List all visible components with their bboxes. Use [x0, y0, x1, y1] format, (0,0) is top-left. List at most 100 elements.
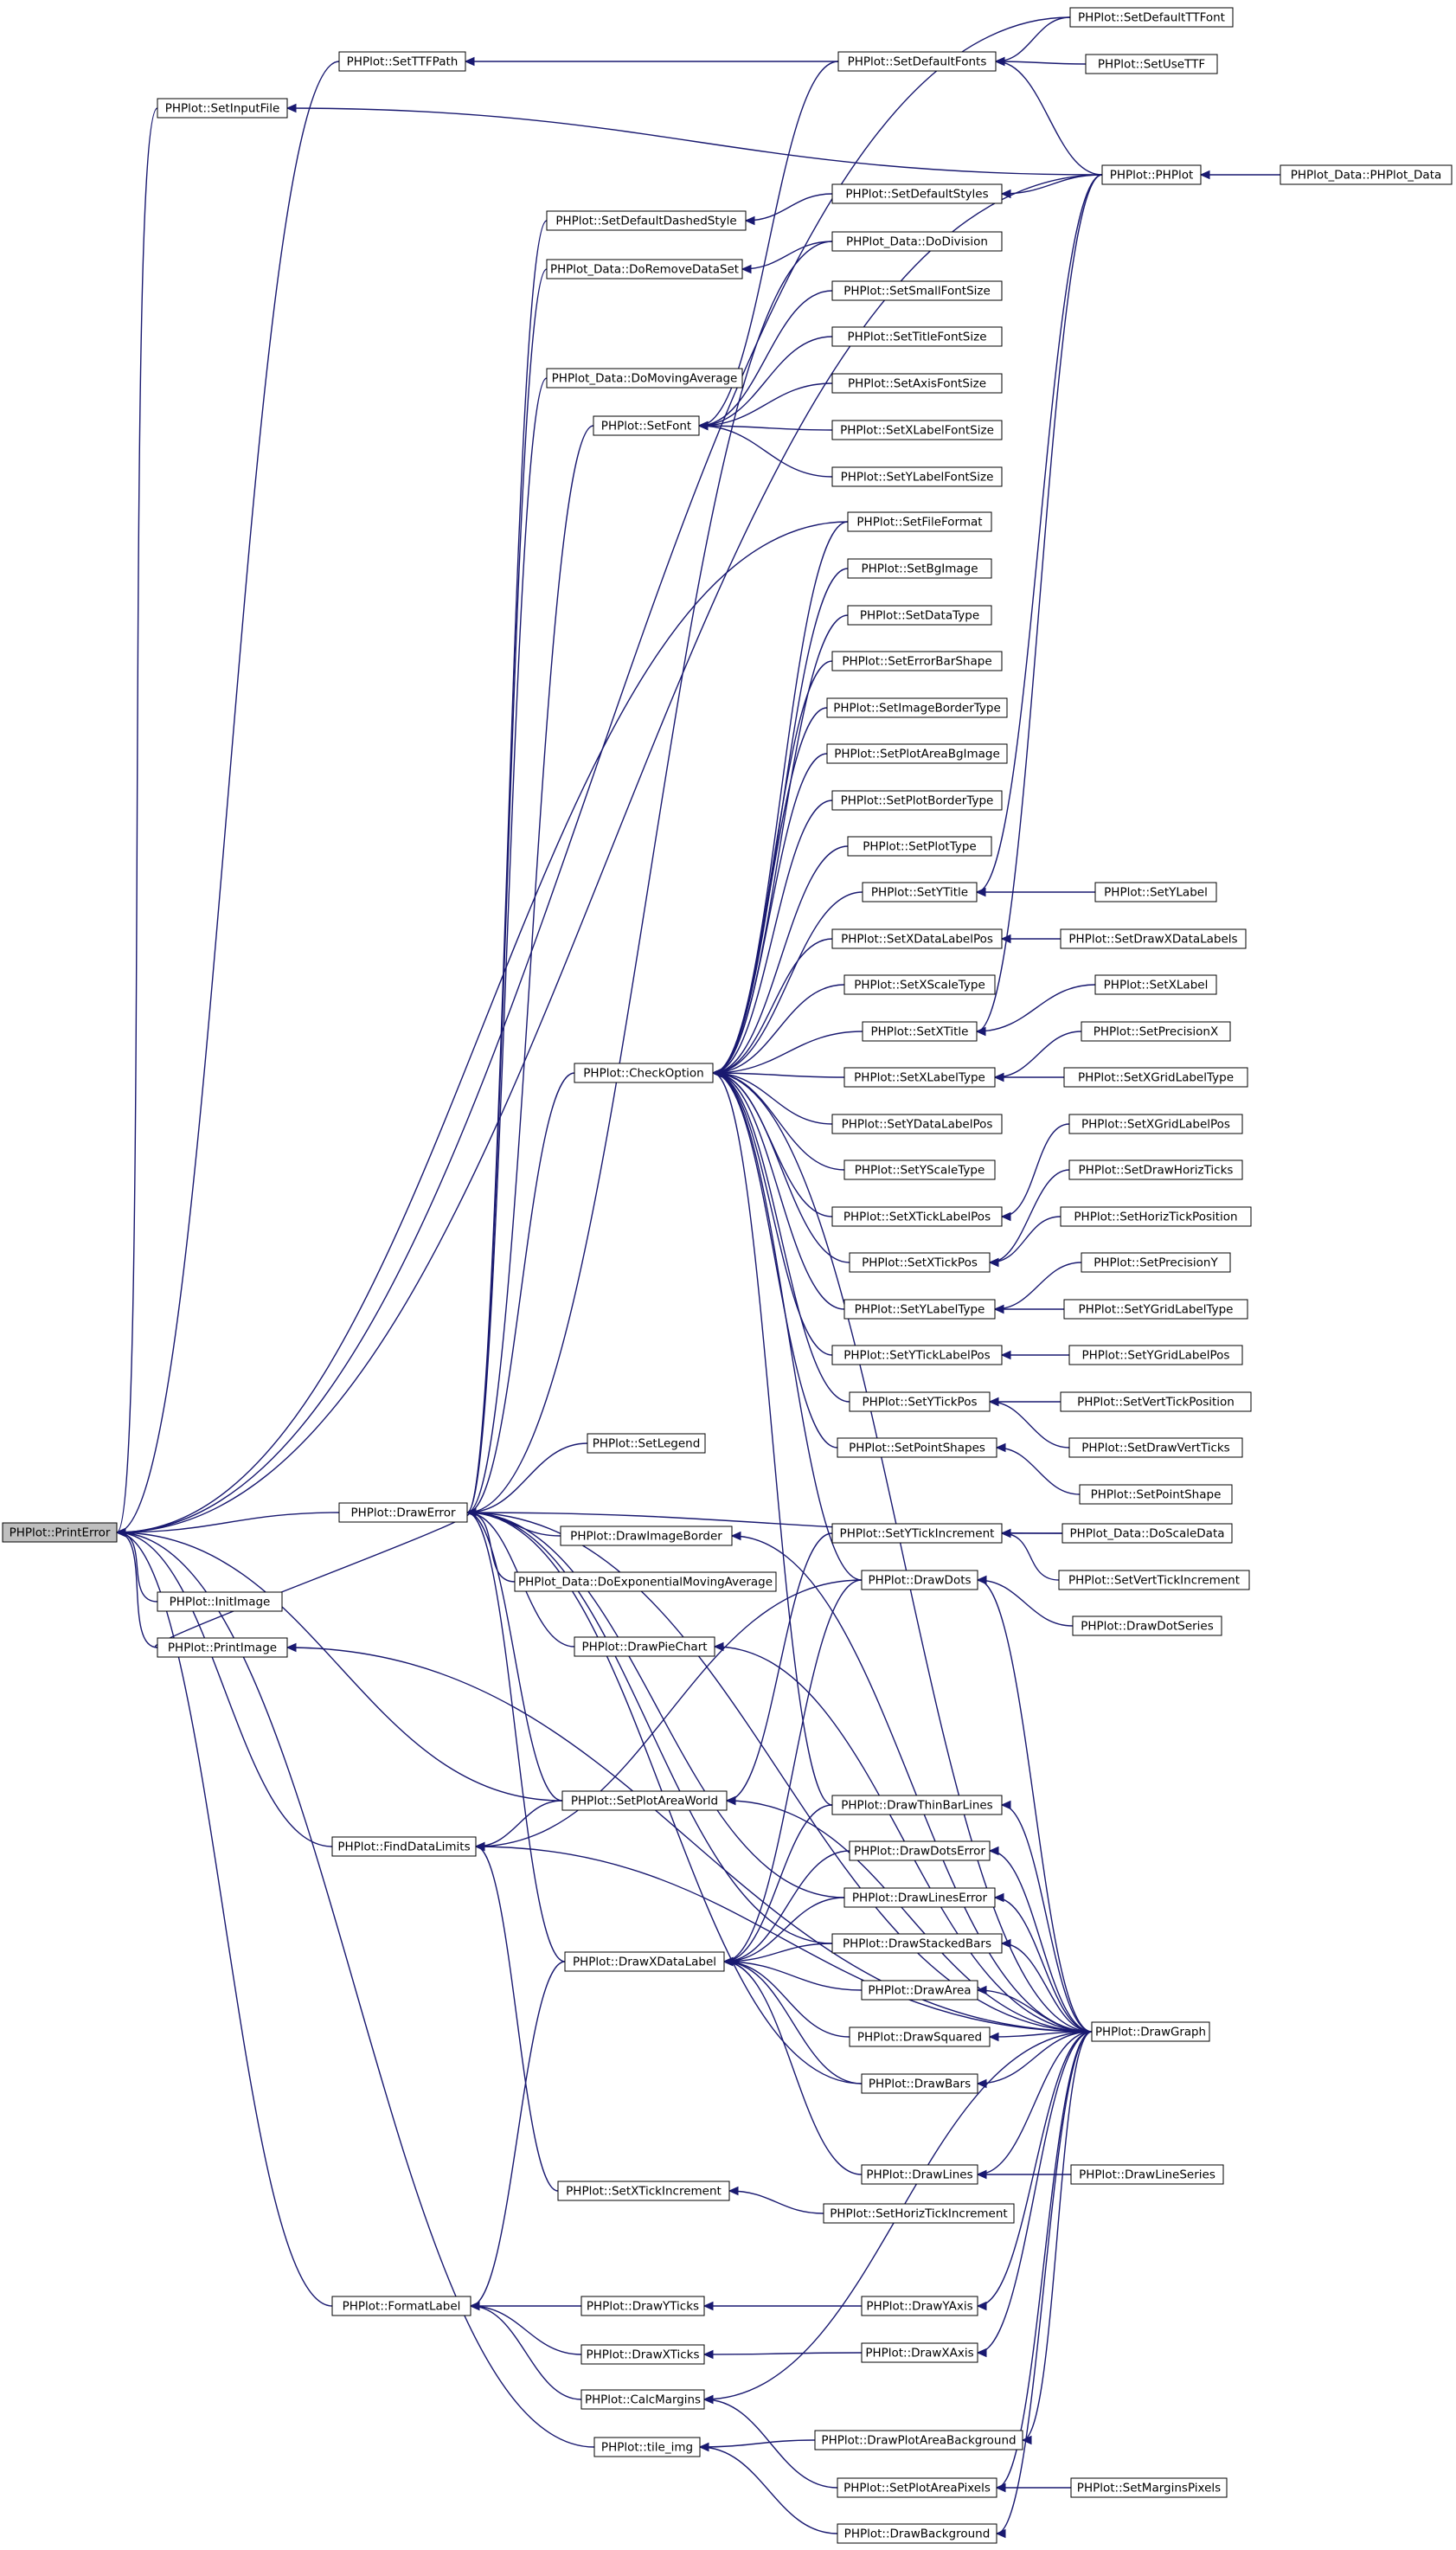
node-box-phplotdata[interactable]	[1280, 164, 1453, 185]
node-setxtickincrement[interactable]: PHPlot::SetXTickIncrement	[557, 2181, 730, 2201]
node-setpointshapes[interactable]: PHPlot::SetPointShapes	[837, 1437, 997, 1458]
node-drawplotareabackground[interactable]: PHPlot::DrawPlotAreaBackground	[814, 2430, 1023, 2450]
node-doexpmovingaverage[interactable]: PHPlot_Data::DoExponentialMovingAverage	[514, 1571, 777, 1592]
node-formatlabel[interactable]: PHPlot::FormatLabel	[331, 2296, 471, 2316]
node-sethoriztickposition[interactable]: PHPlot::SetHorizTickPosition	[1060, 1206, 1252, 1227]
node-box-setplotbordertype[interactable]	[831, 790, 1003, 811]
node-setylabeltype[interactable]: PHPlot::SetYLabelType	[843, 1299, 996, 1320]
node-box-setaxisfontsize[interactable]	[831, 373, 1003, 394]
node-box-setttfpath[interactable]	[338, 51, 466, 72]
node-box-calcmargins[interactable]	[580, 2389, 705, 2410]
node-box-setytickincrement[interactable]	[831, 1523, 1003, 1544]
node-box-formatlabel[interactable]	[331, 2296, 471, 2316]
node-drawbackground[interactable]: PHPlot::DrawBackground	[837, 2523, 997, 2544]
node-box-dodivision[interactable]	[831, 231, 1003, 252]
node-box-setxlabelfontsize[interactable]	[831, 420, 1003, 440]
node-domovingaverage[interactable]: PHPlot_Data::DoMovingAverage	[546, 368, 743, 389]
node-box-drawbars[interactable]	[861, 2073, 978, 2094]
node-box-drawplotareabackground[interactable]	[814, 2430, 1023, 2450]
node-box-setxlabel[interactable]	[1094, 974, 1217, 995]
node-box-drawdotseries[interactable]	[1072, 1615, 1222, 1636]
node-drawsquared[interactable]: PHPlot::DrawSquared	[849, 2027, 991, 2047]
node-box-setydatalabelpos[interactable]	[831, 1114, 1003, 1134]
node-box-setdefaultttffont[interactable]	[1069, 7, 1234, 28]
node-box-setplotareaworld[interactable]	[561, 1790, 728, 1811]
node-box-drawlineserror[interactable]	[843, 1887, 996, 1908]
node-box-setxticklabelpos[interactable]	[831, 1206, 1003, 1227]
node-box-printimage[interactable]	[157, 1637, 288, 1658]
node-setdefaultstyles[interactable]: PHPlot::SetDefaultStyles	[831, 183, 1003, 204]
node-box-drawlines[interactable]	[861, 2164, 978, 2185]
node-setbgimage[interactable]: PHPlot::SetBgImage	[847, 558, 992, 579]
node-setdrawvertticks[interactable]: PHPlot::SetDrawVertTicks	[1068, 1437, 1243, 1458]
node-box-initimage[interactable]	[157, 1591, 283, 1612]
node-setxlabel[interactable]: PHPlot::SetXLabel	[1094, 974, 1217, 995]
node-box-setdefaultdashedstyle[interactable]	[546, 210, 747, 231]
node-setxtickpos[interactable]: PHPlot::SetXTickPos	[849, 1252, 991, 1273]
node-setylabel[interactable]: PHPlot::SetYLabel	[1094, 882, 1217, 902]
node-setprecisionx[interactable]: PHPlot::SetPrecisionX	[1081, 1021, 1231, 1042]
node-setxlabelfontsize[interactable]: PHPlot::SetXLabelFontSize	[831, 420, 1003, 440]
node-drawdotserror[interactable]: PHPlot::DrawDotsError	[849, 1840, 991, 1861]
node-box-setpointshape[interactable]	[1079, 1484, 1233, 1505]
node-setxscaletype[interactable]: PHPlot::SetXScaleType	[843, 974, 996, 995]
node-box-doremovedataset[interactable]	[546, 259, 743, 279]
node-box-doscaledata[interactable]	[1062, 1523, 1233, 1544]
node-box-setxgridlabelpos[interactable]	[1068, 1114, 1243, 1134]
node-drawthinbarlines[interactable]: PHPlot::DrawThinBarLines	[831, 1795, 1003, 1815]
node-setfont[interactable]: PHPlot::SetFont	[593, 415, 700, 436]
node-setdefaultdashedstyle[interactable]: PHPlot::SetDefaultDashedStyle	[546, 210, 747, 231]
node-box-setxgridlabeltype[interactable]	[1063, 1067, 1248, 1088]
node-box-drawyticks[interactable]	[580, 2296, 705, 2316]
node-setdefaultfonts[interactable]: PHPlot::SetDefaultFonts	[837, 51, 997, 72]
node-setpointshape[interactable]: PHPlot::SetPointShape	[1079, 1484, 1233, 1505]
node-box-setygridlabeltype[interactable]	[1063, 1299, 1248, 1320]
node-drawlineseries[interactable]: PHPlot::DrawLineSeries	[1070, 2164, 1224, 2185]
node-setxlabeltype[interactable]: PHPlot::SetXLabelType	[843, 1067, 996, 1088]
node-setdrawhorizticks[interactable]: PHPlot::SetDrawHorizTicks	[1068, 1159, 1243, 1180]
node-box-setxlabeltype[interactable]	[843, 1067, 996, 1088]
node-box-domovingaverage[interactable]	[546, 368, 743, 389]
node-box-printerror[interactable]	[2, 1522, 118, 1543]
node-drawerror[interactable]: PHPlot::DrawError	[338, 1502, 468, 1523]
node-box-setinputfile[interactable]	[157, 98, 288, 119]
node-printimage[interactable]: PHPlot::PrintImage	[157, 1637, 288, 1658]
node-box-setimagebordertype[interactable]	[826, 697, 1008, 718]
node-box-setygridlabelpos[interactable]	[1068, 1345, 1243, 1365]
node-box-setyscaletype[interactable]	[843, 1159, 996, 1180]
node-setusettf[interactable]: PHPlot::SetUseTTF	[1085, 54, 1218, 74]
node-box-drawarea[interactable]	[861, 1980, 978, 2001]
node-box-setdrawxdatalabels[interactable]	[1060, 928, 1247, 949]
node-box-setdrawhorizticks[interactable]	[1068, 1159, 1243, 1180]
node-drawbars[interactable]: PHPlot::DrawBars	[861, 2073, 978, 2094]
node-box-setytickpos[interactable]	[849, 1391, 991, 1412]
node-box-drawyaxis[interactable]	[861, 2296, 978, 2316]
node-box-drawerror[interactable]	[338, 1502, 468, 1523]
node-setytitle[interactable]: PHPlot::SetYTitle	[862, 882, 978, 902]
node-setxdatalabelpos[interactable]: PHPlot::SetXDataLabelPos	[831, 928, 1003, 949]
node-setxtitle[interactable]: PHPlot::SetXTitle	[862, 1021, 978, 1042]
node-box-setmarginspixels[interactable]	[1070, 2477, 1228, 2498]
node-box-setdefaultfonts[interactable]	[837, 51, 997, 72]
node-finddatalimits[interactable]: PHPlot::FindDataLimits	[331, 1836, 477, 1857]
node-drawgraph[interactable]: PHPlot::DrawGraph	[1091, 2021, 1210, 2042]
node-box-setxtitle[interactable]	[862, 1021, 978, 1042]
node-box-sethoriztickposition[interactable]	[1060, 1206, 1252, 1227]
node-phplot[interactable]: PHPlot::PHPlot	[1101, 164, 1202, 185]
node-setxgridlabeltype[interactable]: PHPlot::SetXGridLabelType	[1063, 1067, 1248, 1088]
node-box-drawgraph[interactable]	[1091, 2021, 1210, 2042]
node-tileimg[interactable]: PHPlot::tile_img	[593, 2437, 701, 2457]
node-printerror[interactable]: PHPlot::PrintError	[2, 1522, 118, 1543]
node-setimagebordertype[interactable]: PHPlot::SetImageBorderType	[826, 697, 1008, 718]
node-setsmallfontsize[interactable]: PHPlot::SetSmallFontSize	[831, 280, 1003, 301]
node-doremovedataset[interactable]: PHPlot_Data::DoRemoveDataSet	[546, 259, 743, 279]
node-seterrorbarshape[interactable]: PHPlot::SetErrorBarShape	[831, 651, 1003, 671]
node-drawdots[interactable]: PHPlot::DrawDots	[861, 1570, 978, 1590]
node-setttfpath[interactable]: PHPlot::SetTTFPath	[338, 51, 466, 72]
node-box-setlegend[interactable]	[587, 1433, 706, 1454]
node-box-setprecisiony[interactable]	[1081, 1252, 1231, 1273]
node-setplotareapixels[interactable]: PHPlot::SetPlotAreaPixels	[837, 2477, 997, 2498]
node-box-setbgimage[interactable]	[847, 558, 992, 579]
node-box-setylabeltype[interactable]	[843, 1299, 996, 1320]
node-doscaledata[interactable]: PHPlot_Data::DoScaleData	[1062, 1523, 1233, 1544]
